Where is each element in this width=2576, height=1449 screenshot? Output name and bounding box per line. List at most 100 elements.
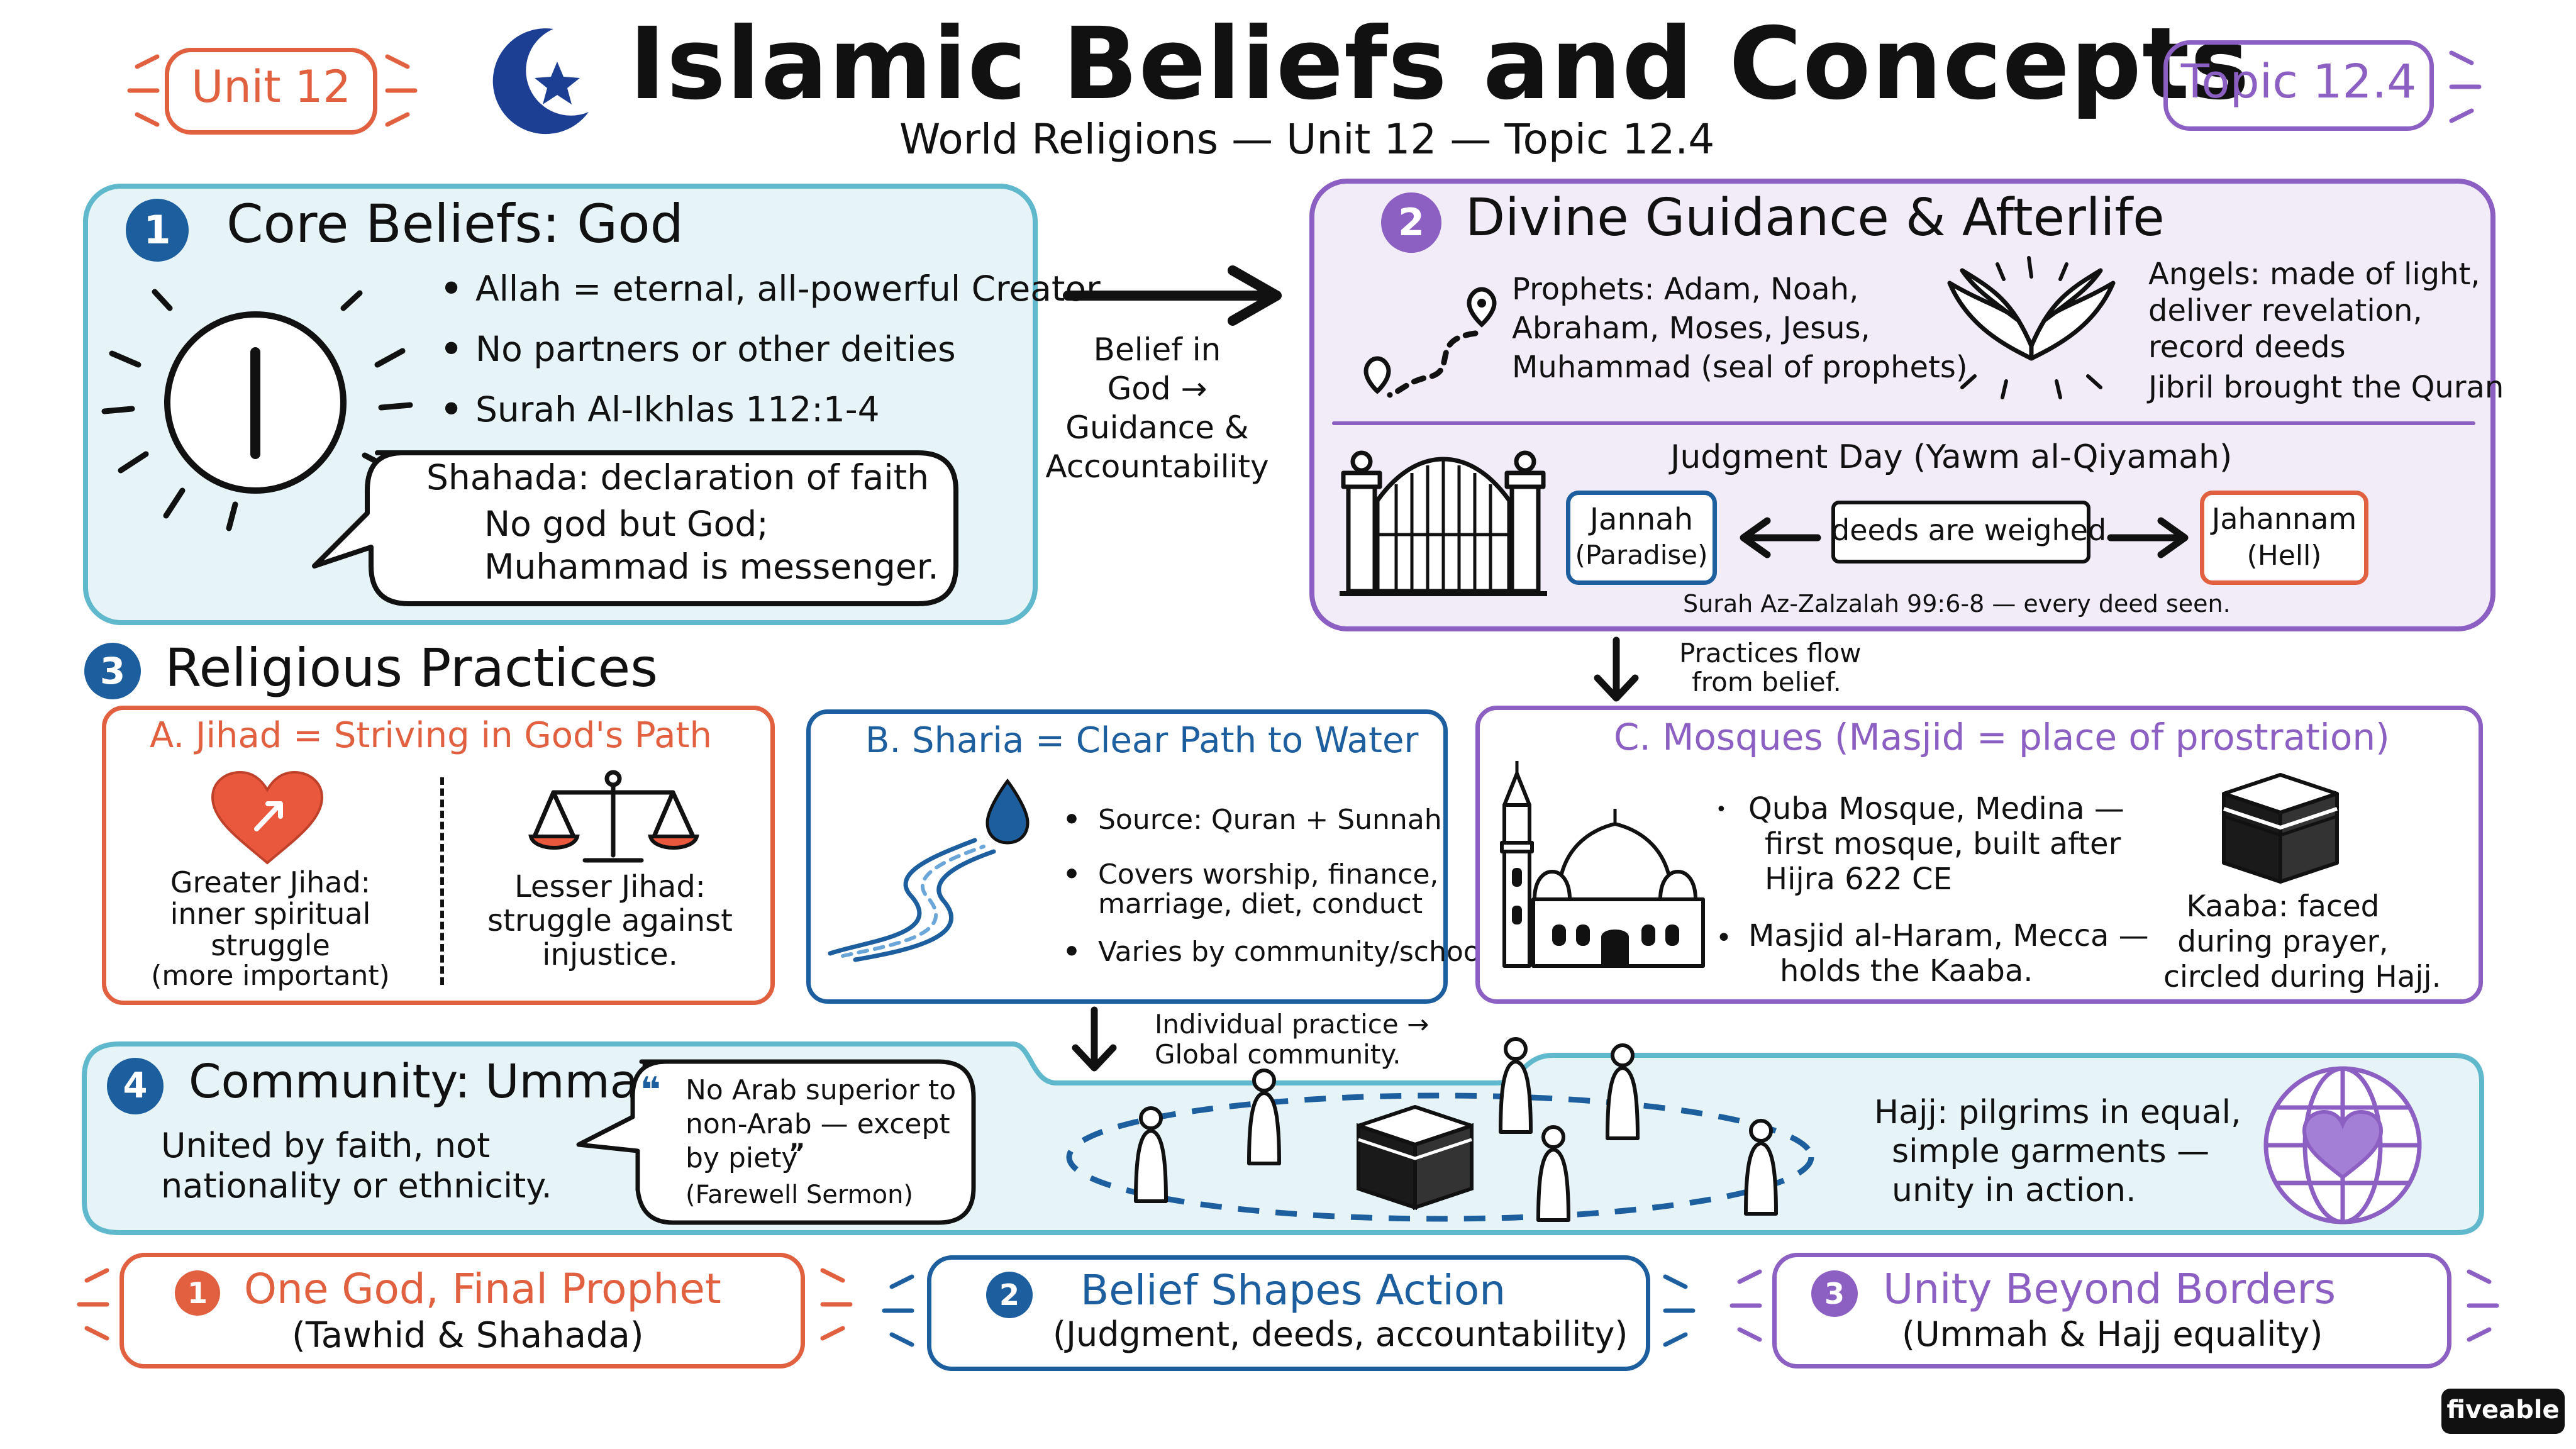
prophets-text: Prophets: Adam, Noah, [1512, 272, 1859, 307]
quba-text: Quba Mosque, Medina — [1748, 791, 2124, 826]
quote-mark-icon: ” [789, 1139, 806, 1168]
heart-icon [211, 770, 324, 865]
takeaway-card [927, 1255, 1650, 1371]
arrow-down-icon [1594, 636, 1639, 702]
list-item: No partners or other deities [440, 328, 1101, 370]
kaaba-icon [2222, 773, 2339, 884]
sharia-list-continuation: marriage, diet, conduct [1098, 888, 1423, 920]
greater-jihad-text: struggle [211, 928, 330, 962]
list-item: Allah = eternal, all-powerful Creator [440, 268, 1101, 309]
lesser-jihad-text: injustice. [542, 937, 678, 972]
sparkle-icon [1663, 1274, 1696, 1347]
prophets-text: Abraham, Moses, Jesus, [1512, 311, 1870, 346]
connector-label: Accountability [1045, 448, 1269, 485]
jahannam-label: Jahannam [2211, 502, 2357, 536]
arrow-right-icon [2107, 517, 2189, 558]
practices-title: Religious Practices [165, 637, 658, 699]
hajj-text: simple garments — [1892, 1133, 2210, 1170]
angels-text: deliver revelation, [2148, 293, 2423, 328]
quote-source: (Farewell Sermon) [686, 1180, 914, 1209]
connector-label: from belief. [1692, 667, 1841, 697]
connector-label: Belief in [1093, 331, 1221, 368]
greater-jihad-text: Greater Jihad: [170, 865, 371, 899]
list-item: Surah Al-Ikhlas 112:1-4 [440, 389, 1101, 430]
shahada-line: Muhammad is messenger. [484, 547, 939, 587]
quote-text: No Arab superior to [686, 1074, 957, 1106]
takeaway-subtitle: (Ummah & Hajj equality) [1902, 1314, 2323, 1354]
sparkle-icon [2467, 1269, 2499, 1342]
topic-badge [2163, 40, 2434, 131]
list-item: Covers worship, finance, [1063, 858, 1442, 892]
kaaba-text: during prayer, [2177, 924, 2389, 959]
divine-guidance-title: Divine Guidance & Afterlife [1465, 188, 2165, 248]
connector-label: Practices flow [1679, 638, 1862, 669]
community-text: nationality or ethnicity. [161, 1166, 552, 1206]
arrow-down-icon [1072, 1006, 1117, 1072]
quba-text: Hijra 622 CE [1765, 862, 1952, 897]
arrow-left-icon [1740, 517, 1821, 558]
brand-logo [2441, 1389, 2565, 1434]
deeds-label: deeds are weighed [1831, 513, 2107, 547]
shahada-title: Shahada: declaration of faith [426, 457, 930, 497]
sparkle-icon [820, 1268, 853, 1341]
kaaba-text: circled during Hajj. [2163, 960, 2441, 994]
sparkle-icon [127, 54, 160, 127]
takeaway-card [119, 1253, 805, 1368]
sparkle-icon [882, 1274, 914, 1347]
takeaway-number-badge: 3 [1811, 1270, 1858, 1317]
arrow-right-icon [1063, 265, 1282, 326]
takeaway-card [1772, 1253, 2451, 1368]
jannah-label: Jannah [1589, 502, 1694, 537]
crescent-star-icon [492, 28, 589, 135]
unit-badge [165, 48, 377, 135]
hajj-text: Hajj: pilgrims in equal, [1874, 1094, 2241, 1131]
shahada-speech-bubble [312, 450, 958, 606]
jannah-sublabel: (Paradise) [1575, 540, 1708, 570]
takeaway-subtitle: (Judgment, deeds, accountability) [1053, 1314, 1628, 1354]
path-map-icon [1363, 287, 1497, 398]
mosque-icon [1500, 761, 1705, 968]
section-number-badge: 1 [126, 199, 189, 262]
topic-badge-label: Topic 12.4 [2180, 55, 2417, 109]
quote-mark-icon: ❝ [640, 1070, 661, 1111]
sparkle-icon [385, 54, 418, 127]
connector-label: Global community. [1155, 1039, 1401, 1070]
globe-heart-icon [2263, 1066, 2422, 1224]
bullet-marker: • [1716, 922, 1732, 954]
angels-text: record deeds [2148, 330, 2346, 365]
sharia-list: Source: Quran + Sunnah Covers worship, f… [1063, 804, 1442, 896]
connector-label: God → [1107, 370, 1208, 407]
quote-speech-bubble [576, 1059, 976, 1225]
section-number-badge: 4 [107, 1058, 164, 1114]
quba-text: first mosque, built after [1765, 826, 2121, 862]
greater-jihad-text: inner spiritual [170, 897, 371, 931]
takeaway-number-badge: 1 [175, 1270, 220, 1316]
sparkle-icon [1729, 1269, 1762, 1342]
divider [1332, 421, 2475, 425]
section-number-badge: 2 [1381, 192, 1441, 253]
community-text: United by faith, not [161, 1126, 491, 1165]
angels-text: Jibril brought the Quran [2148, 370, 2504, 405]
page-title: Islamic Beliefs and Concepts [629, 6, 2250, 122]
jihad-title: A. Jihad = Striving in God's Path [150, 715, 712, 756]
jahannam-sublabel: (Hell) [2246, 540, 2322, 572]
lesser-jihad-text: Lesser Jihad: [514, 869, 706, 904]
kaaba-text: Kaaba: faced [2186, 889, 2380, 924]
unit-badge-label: Unit 12 [191, 61, 351, 113]
connector-label: Individual practice → [1155, 1009, 1430, 1040]
takeaway-title: One God, Final Prophet [244, 1265, 721, 1313]
greater-jihad-text: (more important) [151, 960, 390, 992]
lesser-jihad-text: struggle against [487, 903, 733, 938]
angel-wings-icon [1947, 256, 2116, 399]
core-beliefs-title: Core Beliefs: God [226, 193, 684, 255]
angels-text: Angels: made of light, [2148, 257, 2480, 292]
bullet-marker: • [1716, 799, 1727, 821]
jahannam-box [2200, 491, 2368, 585]
page-subtitle: World Religions — Unit 12 — Topic 12.4 [899, 115, 1715, 164]
haram-text: holds the Kaaba. [1780, 953, 2033, 989]
divider [440, 777, 444, 985]
list-item: Varies by community/school [1063, 936, 1488, 969]
takeaway-title: Belief Shapes Action [1080, 1266, 1506, 1314]
deeds-box [1831, 501, 2090, 564]
jihad-card [102, 706, 775, 1005]
